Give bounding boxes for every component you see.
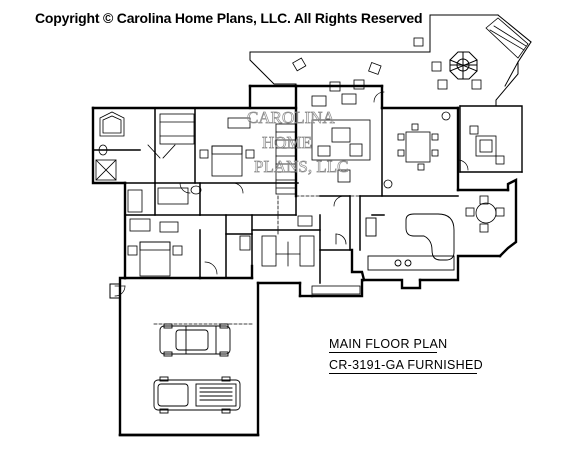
hall-bath-fixtures (127, 185, 202, 213)
deck-furniture (292, 37, 482, 92)
copyright-notice: Copyright © Carolina Home Plans, LLC. Al… (35, 10, 423, 26)
rear-deck (249, 14, 532, 107)
watermark-line-2: HOME (262, 133, 312, 152)
door-swings (114, 91, 469, 297)
great-room-furniture (311, 93, 371, 183)
bedroom-two-furniture (127, 218, 183, 277)
dashed-openings (153, 107, 459, 325)
watermark-line-3: PLANS, LLC (254, 157, 348, 176)
foyer-furniture (311, 233, 361, 295)
plan-title: MAIN FLOOR PLAN (329, 337, 448, 351)
kitchen-island (365, 213, 455, 271)
garage-side-door (109, 283, 260, 437)
plan-id-underline (329, 373, 477, 374)
master-bed (199, 117, 255, 177)
interior-stairs (275, 123, 297, 195)
dining-set (383, 111, 451, 189)
master-bath-fixtures (95, 111, 195, 181)
watermark-line-1: CAROLINA (247, 108, 336, 127)
screened-porch (459, 105, 523, 173)
watermark: CAROLINA HOME PLANS, LLC (247, 108, 349, 177)
study-furniture (239, 215, 315, 267)
vehicle-pickup (153, 376, 241, 414)
vehicle-sedan (159, 323, 231, 357)
plan-id: CR-3191-GA FURNISHED (329, 358, 483, 372)
plan-title-underline (329, 352, 437, 353)
porch-table (465, 125, 505, 233)
deck-stairs (485, 17, 529, 59)
gazebo (449, 51, 478, 80)
